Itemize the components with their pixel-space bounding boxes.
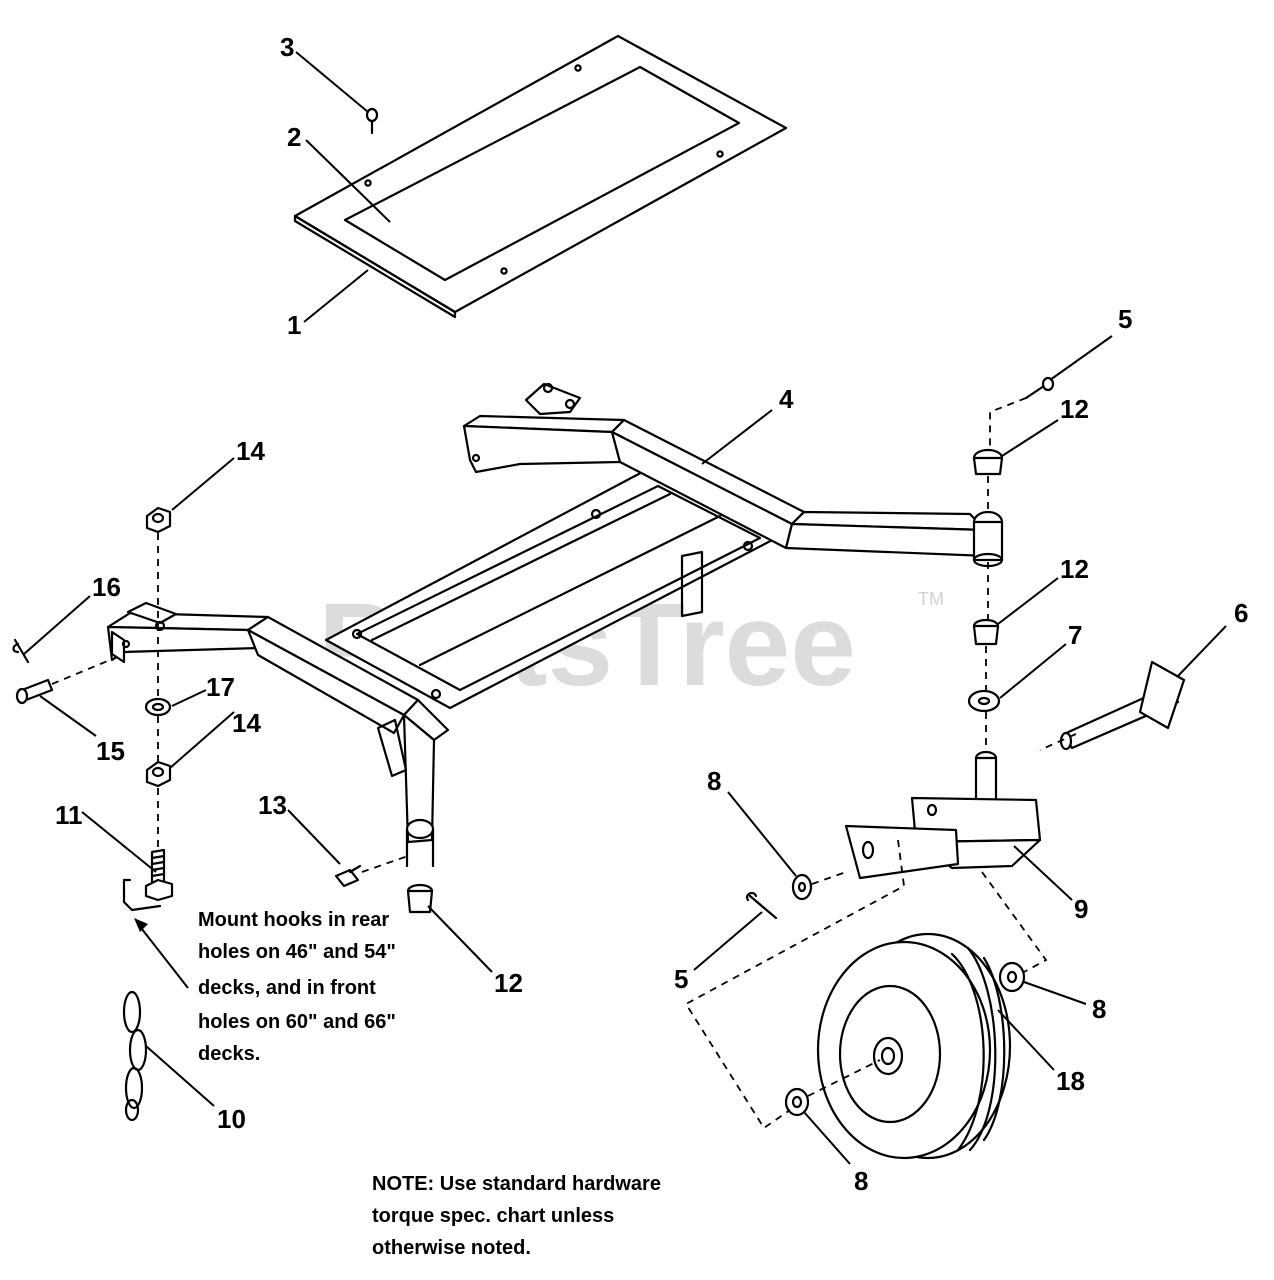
bushing-12-top: [972, 448, 1004, 476]
axle-6: [1059, 660, 1186, 751]
washer-17: [144, 697, 172, 717]
callout-13: 13: [258, 790, 287, 820]
main-frame: [106, 382, 1004, 868]
bolt-11-hook: [122, 848, 174, 912]
watermark-trademark: TM: [918, 589, 944, 609]
callout-3: 3: [280, 32, 294, 62]
nut-14-top: [145, 506, 172, 534]
cotter-pin-5-upper: [1024, 376, 1055, 400]
cover-plate: [293, 34, 788, 319]
washer-8-upper: [791, 873, 813, 901]
nut-14-bottom: [145, 760, 172, 788]
callout-17: 17: [206, 672, 235, 702]
callout-14-top: 14: [236, 436, 265, 466]
cotter-pin-5-lower: [746, 891, 778, 920]
svg-text:NOTE: Use standard hardware: NOTE: Use standard hardware: [372, 1173, 661, 1195]
assembly-lines: [51, 397, 1077, 1130]
washer-7: [967, 689, 1001, 713]
bushing-12-middle: [972, 618, 1000, 646]
callout-12-middle: 12: [1060, 554, 1089, 584]
hooks-note: Mount hooks in rear holes on 46" and 54"…: [198, 909, 396, 1065]
clip-16: [12, 638, 30, 664]
callout-8-right: 8: [1092, 994, 1106, 1024]
screw-3: [365, 107, 379, 135]
hardware-note: NOTE: Use standard hardware torque spec.…: [372, 1173, 661, 1259]
callout-2: 2: [287, 122, 301, 152]
callout-15: 15: [96, 736, 125, 766]
svg-text:torque spec. chart unless: torque spec. chart unless: [372, 1205, 614, 1227]
bushing-12-left: [406, 883, 434, 914]
svg-text:otherwise noted.: otherwise noted.: [372, 1237, 531, 1259]
leader-lines: [23, 51, 1227, 1165]
svg-text:decks.: decks.: [198, 1043, 260, 1065]
wheel-18: [816, 932, 1012, 1160]
callout-6: 6: [1234, 598, 1248, 628]
caster-yoke-9: [844, 750, 1042, 880]
callout-12-left: 12: [494, 968, 523, 998]
svg-text:holes on 46" and 54": holes on 46" and 54": [198, 941, 396, 963]
callout-1: 1: [287, 310, 301, 340]
callout-4: 4: [779, 384, 794, 414]
callout-11: 11: [55, 800, 83, 830]
callout-12-top: 12: [1060, 394, 1089, 424]
callouts: 1 2 3 4 5 5 6 7 8 8 8 9 10 11 12 12 12 1…: [55, 32, 1248, 1196]
chain-10: [122, 990, 148, 1122]
pin-15: [15, 678, 54, 705]
callout-7: 7: [1068, 620, 1082, 650]
callout-5-top: 5: [1118, 304, 1132, 334]
svg-text:decks, and in front: decks, and in front: [198, 977, 376, 999]
washer-8-bottom: [784, 1087, 810, 1117]
callout-5-bottom: 5: [674, 964, 688, 994]
svg-text:Mount hooks in rear: Mount hooks in rear: [198, 909, 389, 931]
washer-8-right: [998, 961, 1026, 993]
callout-9: 9: [1074, 894, 1088, 924]
callout-8-bottom: 8: [854, 1166, 868, 1196]
callout-16: 16: [92, 572, 121, 602]
callout-10: 10: [217, 1104, 246, 1134]
svg-text:holes on 60" and 66": holes on 60" and 66": [198, 1011, 396, 1033]
callout-14-bottom: 14: [232, 708, 261, 738]
grease-fitting-13: [334, 864, 362, 888]
callout-18: 18: [1056, 1066, 1085, 1096]
callout-8-upper: 8: [707, 766, 721, 796]
